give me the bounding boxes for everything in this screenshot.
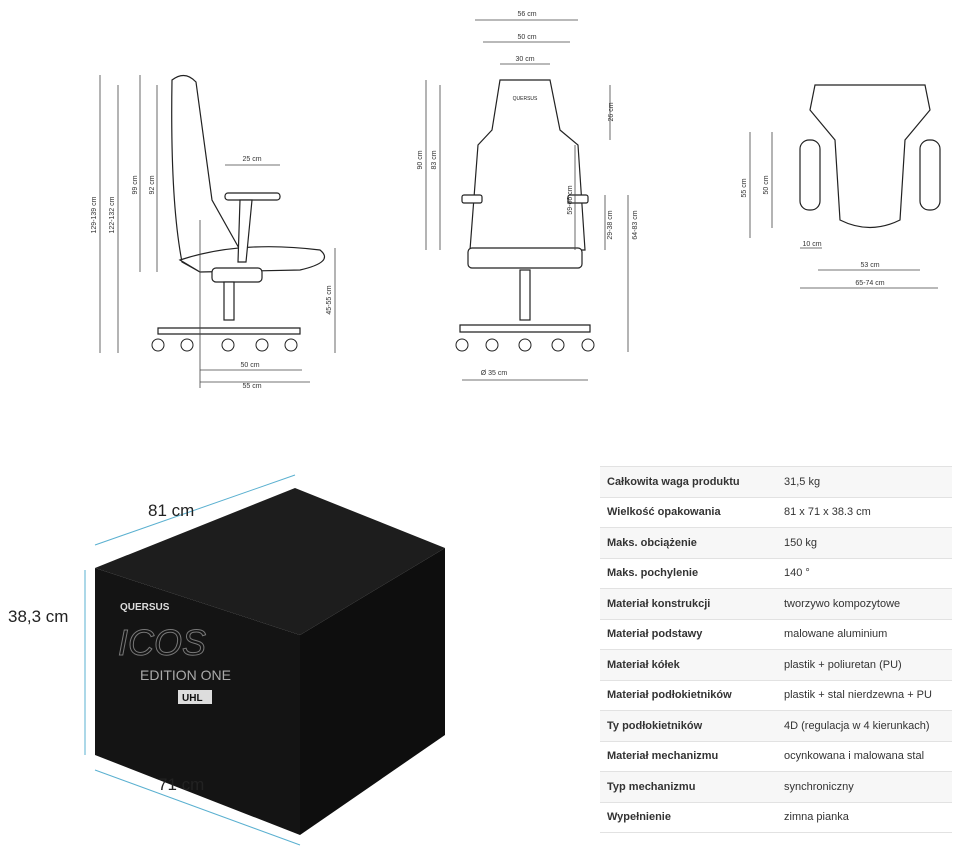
top-view-chair: 55 cm 50 cm 10 cm 53 cm 65-74 cm — [741, 84, 941, 289]
package-box: QUERSUS ICOS EDITION ONE UHL 81 cm 38,3 … — [8, 474, 445, 846]
dim-top-2: 50 cm — [763, 175, 770, 194]
dim-arm-height: 29-38 cm — [607, 210, 614, 239]
dim-seat-height: 45-55 cm — [326, 285, 333, 314]
spec-value: 4D (regulacja w 4 kierunkach) — [777, 710, 952, 742]
spec-label: Materiał podstawy — [600, 619, 777, 650]
spec-value: 81 x 71 x 38.3 cm — [777, 497, 952, 528]
dim-top-w1: 53 cm — [860, 262, 879, 269]
spec-label: Maks. pochylenie — [600, 558, 777, 589]
box-model: ICOS — [118, 622, 206, 663]
spec-label: Materiał mechanizmu — [600, 741, 777, 772]
spec-value: synchroniczny — [777, 771, 952, 803]
dim-arm-floor: 64-83 cm — [632, 210, 639, 239]
dim-top-gap: 10 cm — [802, 241, 821, 248]
box-edition: EDITION ONE — [140, 667, 231, 683]
spec-value: malowane aluminium — [777, 619, 952, 650]
box-depth: 71 cm — [158, 775, 204, 794]
spec-value: plastik + stal nierdzewna + PU — [777, 680, 952, 711]
spec-label: Ty podłokietników — [600, 710, 777, 742]
spec-label: Typ mechanizmu — [600, 771, 777, 803]
front-view-chair: QUERSUS 56 cm 50 cm 30 cm 26 cm 90 cm 83… — [417, 11, 639, 381]
spec-value: plastik + poliuretan (PU) — [777, 649, 952, 681]
dim-front-w3: 30 cm — [515, 56, 534, 63]
spec-label: Wielkość opakowania — [600, 497, 777, 528]
spec-value: 140 ° — [777, 558, 952, 589]
dim-base: Ø 35 cm — [481, 370, 508, 377]
dim-front-w1: 56 cm — [517, 11, 536, 18]
spec-value: 150 kg — [777, 527, 952, 559]
dim-total-height: 129-139 cm — [91, 196, 98, 233]
dim-inner: 59-66 cm — [567, 185, 574, 214]
box-brand: QUERSUS — [120, 602, 170, 613]
box-width: 81 cm — [148, 501, 194, 520]
dim-back-1: 90 cm — [417, 150, 424, 169]
spec-label: Materiał kółek — [600, 649, 777, 681]
dim-front-w2: 50 cm — [517, 34, 536, 41]
side-view-chair: 129-139 cm 122-132 cm 99 cm 92 cm 25 cm … — [91, 74, 336, 390]
spec-label: Wypełnienie — [600, 802, 777, 833]
dim-backrest-2: 92 cm — [149, 175, 156, 194]
spec-value: zimna pianka — [777, 802, 952, 833]
dim-headrest: 26 cm — [608, 102, 615, 121]
dim-backrest: 99 cm — [132, 175, 139, 194]
spec-value: 31,5 kg — [777, 466, 952, 498]
spec-label: Całkowita waga produktu — [600, 466, 777, 498]
dim-armrest-width: 25 cm — [242, 156, 261, 163]
svg-text:QUERSUS: QUERSUS — [513, 96, 538, 102]
spec-value: tworzywo kompozytowe — [777, 588, 952, 620]
spec-label: Materiał konstrukcji — [600, 588, 777, 620]
dim-top-w2: 65-74 cm — [855, 280, 884, 287]
dim-depth: 55 cm — [242, 383, 261, 390]
box-height: 38,3 cm — [8, 607, 68, 626]
spec-label: Maks. obciążenie — [600, 527, 777, 559]
dim-seat-depth: 50 cm — [240, 362, 259, 369]
dim-back-2: 83 cm — [431, 150, 438, 169]
dim-height-2: 122-132 cm — [109, 196, 116, 233]
dim-top-1: 55 cm — [741, 178, 748, 197]
box-variant: UHL — [182, 693, 203, 704]
spec-value: ocynkowana i malowana stal — [777, 741, 952, 772]
spec-label: Materiał podłokietników — [600, 680, 777, 711]
